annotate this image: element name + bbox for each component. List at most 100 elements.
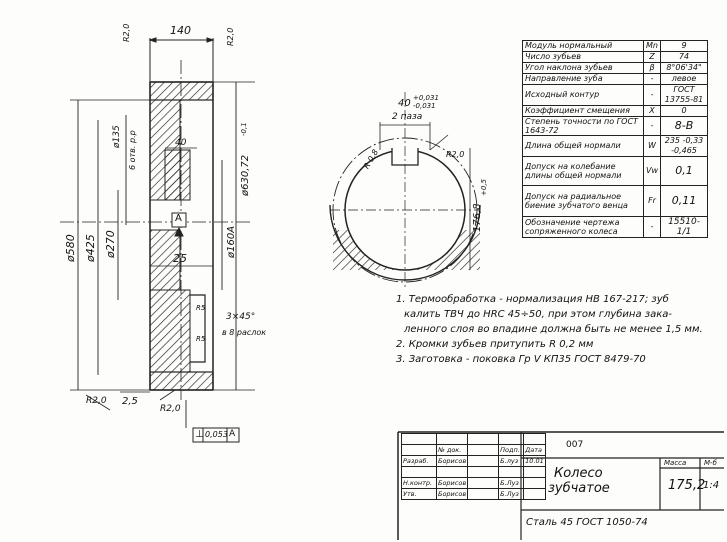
note-line: калить ТВЧ до HRC 45÷50, при этом глубин… [404, 309, 672, 320]
param-name: Исходный контур [522, 84, 644, 106]
tb-date [523, 488, 546, 500]
holes-label: 6 отв. р.р [128, 130, 137, 170]
param-value: ГОСТ 13755-81 [660, 84, 708, 106]
param-name: Допуск на колебание длины общей нормали [522, 156, 644, 186]
param-symbol: - [642, 116, 662, 136]
tol-base: A [229, 429, 236, 439]
tb-role: Н.контр. [401, 477, 437, 489]
param-symbol: Fr [642, 185, 662, 217]
r20-bottom-label: R2,0 [86, 396, 107, 406]
dim-d160-label: ø160A [226, 225, 237, 258]
dim-d630-tol: -0,1 [240, 122, 248, 136]
param-value: 0 [660, 105, 708, 117]
rim-bottom-hatch [149, 371, 214, 391]
tb-role: Утв. [401, 488, 437, 500]
r5-bottom-label: R5 [196, 335, 206, 343]
param-name: Модуль нормальный [522, 40, 644, 52]
param-symbol: β [642, 62, 662, 74]
dim-d425-label: ø425 [84, 234, 97, 262]
param-value: 0,1 [660, 156, 708, 186]
leader-r20 [429, 134, 449, 151]
param-symbol: - [642, 84, 662, 106]
lower-web-hatch [149, 289, 191, 373]
note-line: ленного слоя во впадине должна быть не м… [404, 324, 703, 335]
technical-requirements: 1. Термообработка - нормализация HB 167-… [396, 292, 716, 367]
scale-label: М-б [704, 459, 717, 467]
param-row: Исходный контур-ГОСТ 13755-81 [522, 84, 708, 106]
radius-left-label: R2,0 [122, 23, 131, 42]
param-row: Обозначение чертежа сопряженного колеса-… [522, 216, 708, 238]
tb-role [401, 466, 437, 478]
tb-person: Борисов [435, 477, 469, 489]
param-value: 8°06'34" [660, 62, 708, 74]
param-name: Обозначение чертежа сопряженного колеса [522, 216, 644, 238]
param-value: 235 -0,33 -0,465 [660, 135, 708, 157]
dim-d135-label: ø135 [112, 125, 122, 148]
dim-2-5-label: 2,5 [122, 396, 138, 407]
param-value: 0,11 [660, 185, 708, 217]
tb-sign: Б.Луз [498, 488, 525, 500]
dim-25-label: 25 [173, 252, 187, 265]
dim-width-label: 140 [170, 24, 191, 37]
arrow [206, 37, 215, 43]
param-row: Степень точности по ГОСТ 1643-72-8-В [522, 116, 708, 136]
material-label: Сталь 45 ГОСТ 1050-74 [526, 517, 648, 528]
param-symbol: Z [642, 51, 662, 63]
tb-sign [498, 466, 525, 478]
tb-head-date: Дата [523, 444, 546, 456]
tb-sign: Б.луз [498, 455, 525, 467]
gear-section [60, 37, 255, 443]
param-row: Допуск на радиальное биение зубчатого ве… [522, 185, 708, 217]
param-symbol: Vw [642, 156, 662, 186]
dim-d270-label: ø270 [104, 230, 117, 258]
dim-176-tol: +0,5 [480, 179, 488, 196]
hub-hatch [164, 149, 191, 201]
dim-d580-label: ø580 [64, 234, 77, 262]
param-name: Степень точности по ГОСТ 1643-72 [522, 116, 644, 136]
leader-r20 [85, 394, 111, 411]
param-value: 9 [660, 40, 708, 52]
tb-head-doc: № док. [435, 444, 469, 456]
tol-value: 0,053 [205, 430, 228, 439]
param-row: Направление зуба-левое [522, 73, 708, 85]
param-value: 8-В [660, 116, 708, 136]
slot-tol-dn: -0,031 [413, 102, 436, 110]
tb-role: Разраб. [401, 455, 437, 467]
r22-bottom-label: R2,0 [160, 404, 181, 414]
param-value: 74 [660, 51, 708, 63]
note-line: 1. Термообработка - нормализация HB 167-… [396, 294, 669, 305]
part-name-line2: зубчатое [548, 481, 610, 496]
tol-symbol: ⊥ [195, 429, 204, 440]
tb-person [435, 466, 469, 478]
base-triangle [174, 226, 184, 237]
dim-40-label: 40 [175, 138, 187, 148]
param-name: Коэффициент смещения [522, 105, 644, 117]
dim-d630-label: ø630,72 [240, 154, 251, 196]
note-line: 3. Заготовка - поковка Гр V КП35 ГОСТ 84… [396, 354, 646, 365]
r5-top-label: R5 [196, 304, 206, 312]
param-name: Число зубьев [522, 51, 644, 63]
tb-person: Борисов [435, 455, 469, 467]
tb-head-sign: Подп. [498, 444, 525, 456]
param-name: Направление зуба [522, 73, 644, 85]
param-name: Длина общей нормали [522, 135, 644, 157]
dim-176-label: 176,8 [472, 203, 483, 232]
mass-value: 175,2 [668, 478, 706, 493]
tb-date [523, 477, 546, 489]
param-symbol: Mn [642, 40, 662, 52]
param-name: Допуск на радиальное биение зубчатого ве… [522, 185, 644, 217]
param-value: 15510-1/1 [660, 216, 708, 238]
scale-value: 1:4 [703, 480, 720, 491]
radius-right-label: R2,0 [226, 27, 235, 46]
param-symbol: X [642, 105, 662, 117]
section-r20-label: R2,0 [446, 150, 465, 159]
param-value: левое [660, 73, 708, 85]
